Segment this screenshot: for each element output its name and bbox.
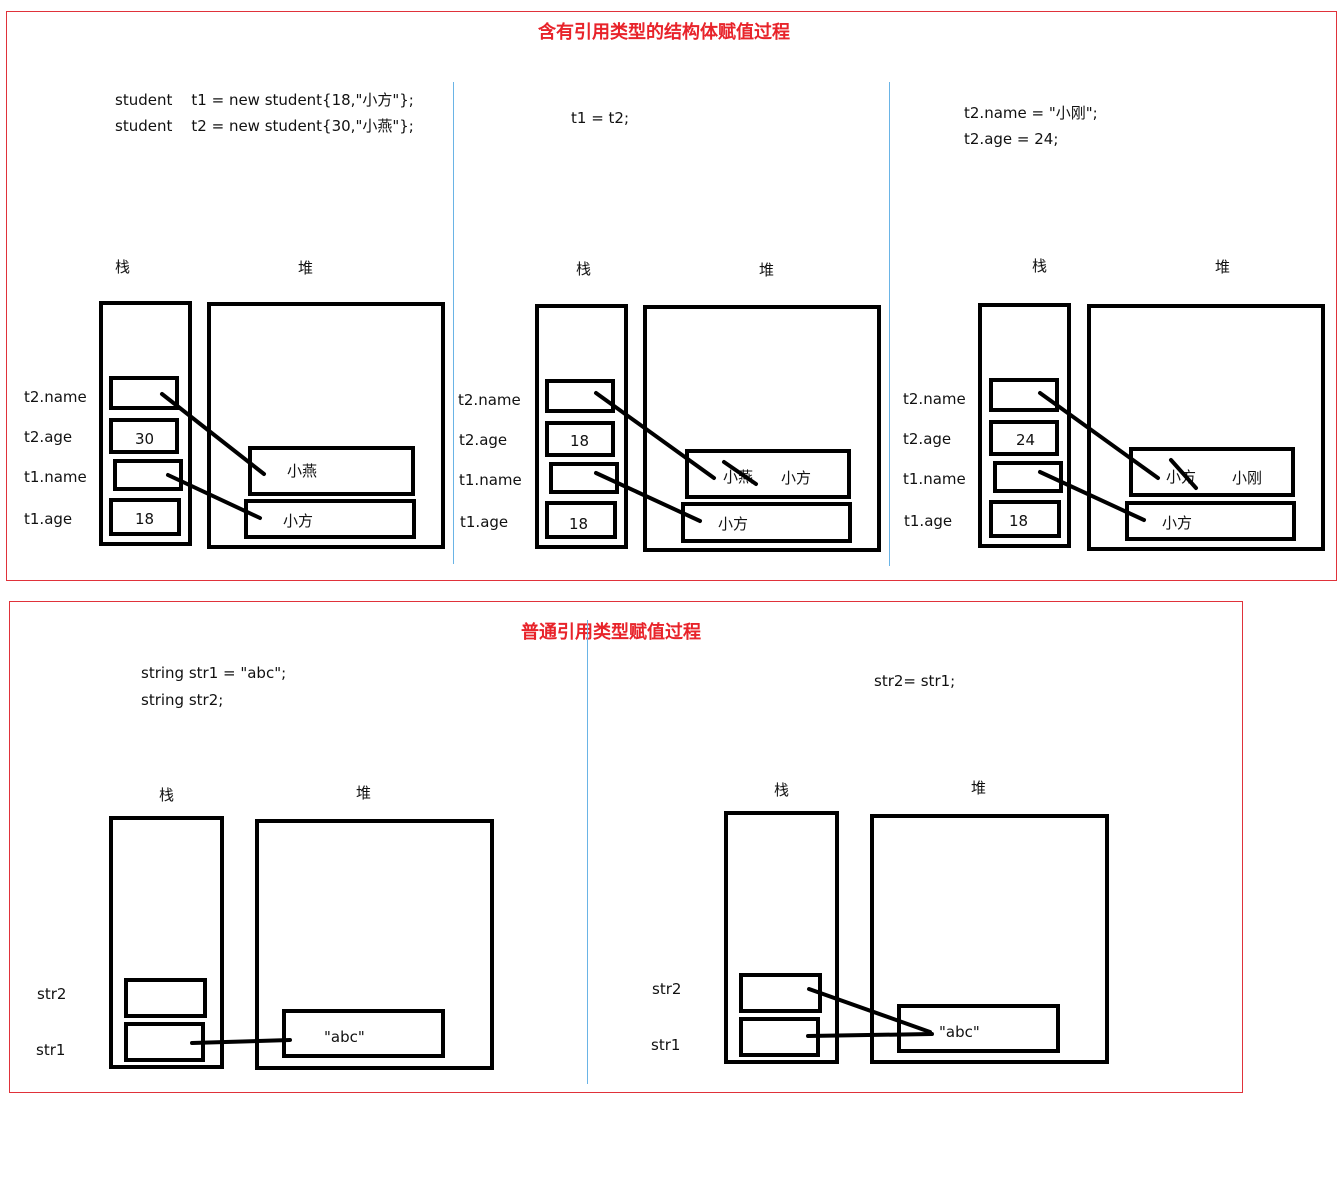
heap-object-value: "abc" <box>939 1023 980 1041</box>
stack-cell-value: 24 <box>1016 431 1036 449</box>
heap-object <box>282 1009 445 1058</box>
stack-cell-value: 18 <box>569 515 589 533</box>
heap-object <box>681 502 852 543</box>
stack-box <box>109 816 224 1069</box>
row-label: str2 <box>37 985 67 1003</box>
stack-label: 栈 <box>159 786 175 804</box>
panel-divider <box>587 620 588 1084</box>
stack-label: 栈 <box>774 781 790 799</box>
row-label: str2 <box>652 980 682 998</box>
panel-divider <box>453 82 454 564</box>
row-label: t1.name <box>903 470 966 488</box>
code-line: string str2; <box>141 691 224 709</box>
heap-object <box>248 446 415 496</box>
row-label: str1 <box>651 1036 681 1054</box>
stack-cell-value: 18 <box>135 510 155 528</box>
stack-label: 栈 <box>576 260 592 278</box>
heap-object <box>244 499 416 539</box>
heap-object-value: 小刚 <box>1232 469 1263 487</box>
heap-object <box>685 449 851 499</box>
heap-object-value: 小燕 <box>287 462 318 480</box>
heap-object <box>1125 501 1296 541</box>
stack-label: 栈 <box>1032 257 1048 275</box>
stack-cell <box>113 459 183 491</box>
row-label: t1.age <box>904 512 953 530</box>
stack-cell <box>989 378 1059 412</box>
row-label: t2.age <box>459 431 508 449</box>
bottom-section-frame <box>9 601 1243 1093</box>
stack-cell <box>739 1017 820 1057</box>
stack-cell <box>109 376 179 410</box>
stack-cell <box>993 461 1063 493</box>
code-line: string str1 = "abc"; <box>141 664 287 682</box>
heap-object-value: 小方 <box>781 469 812 487</box>
heap-object-value: 小燕 <box>723 468 754 486</box>
heap-object-value: "abc" <box>324 1028 365 1046</box>
stack-cell <box>545 379 615 413</box>
stack-label: 栈 <box>115 258 131 276</box>
row-label: t2.age <box>24 428 73 446</box>
row-label: t1.name <box>24 468 87 486</box>
stack-cell <box>124 978 207 1018</box>
heap-label: 堆 <box>356 784 372 802</box>
row-label: str1 <box>36 1041 66 1059</box>
heap-label: 堆 <box>759 261 775 279</box>
heap-object <box>1129 447 1295 497</box>
row-label: t2.age <box>903 430 952 448</box>
row-label: t1.name <box>459 471 522 489</box>
code-line: t2.age = 24; <box>964 130 1059 148</box>
code-line: str2= str1; <box>874 672 956 690</box>
heap-object-value: 小方 <box>718 515 749 533</box>
stack-cell <box>739 973 822 1013</box>
stack-box <box>724 811 839 1064</box>
heap-box <box>870 814 1109 1064</box>
bottom-section-title: 普通引用类型赋值过程 <box>521 622 701 643</box>
row-label: t2.name <box>24 388 87 406</box>
panel-divider <box>889 82 890 566</box>
heap-object-value: 小方 <box>1166 468 1197 486</box>
heap-label: 堆 <box>298 259 314 277</box>
code-line: t2.name = "小刚"; <box>964 104 1098 122</box>
heap-object-value: 小方 <box>1162 514 1193 532</box>
top-section-frame <box>6 11 1337 581</box>
row-label: t1.age <box>460 513 509 531</box>
stack-cell <box>124 1022 205 1062</box>
top-section-title: 含有引用类型的结构体赋值过程 <box>538 22 790 43</box>
heap-label: 堆 <box>971 779 987 797</box>
stack-cell-value: 18 <box>1009 512 1029 530</box>
code-line: student t2 = new student{30,"小燕"}; <box>115 117 414 135</box>
heap-label: 堆 <box>1215 258 1231 276</box>
stack-cell-value: 30 <box>135 430 155 448</box>
row-label: t2.name <box>903 390 966 408</box>
code-line: t1 = t2; <box>571 109 630 127</box>
heap-box <box>255 819 494 1070</box>
code-line: student t1 = new student{18,"小方"}; <box>115 91 414 109</box>
stack-cell-value: 18 <box>570 432 590 450</box>
row-label: t1.age <box>24 510 73 528</box>
row-label: t2.name <box>458 391 521 409</box>
heap-object-value: 小方 <box>283 512 314 530</box>
stack-cell <box>549 462 619 494</box>
